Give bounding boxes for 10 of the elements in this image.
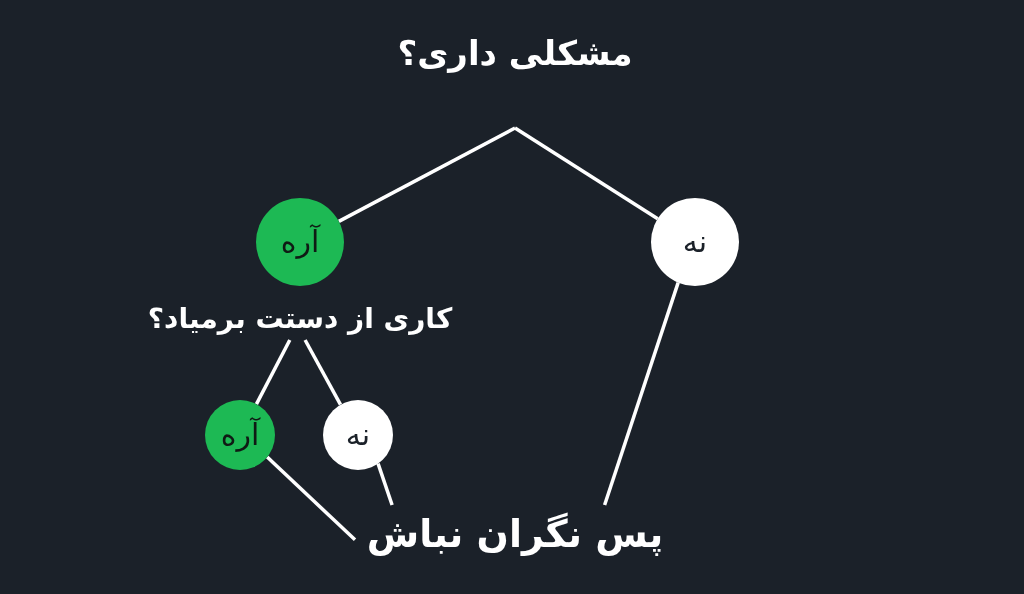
conclusion-text: پس نگران نباش bbox=[355, 505, 675, 565]
connector-line bbox=[514, 126, 659, 221]
question-text: کاری از دستت برمیاد؟ bbox=[130, 296, 470, 340]
connector-line bbox=[303, 339, 343, 406]
question-text: مشکلی داری؟ bbox=[395, 32, 635, 128]
connector-line bbox=[254, 339, 292, 405]
connector-line bbox=[376, 463, 394, 506]
connector-line bbox=[338, 126, 516, 223]
connector-line bbox=[266, 455, 357, 542]
connector-line bbox=[602, 282, 680, 506]
